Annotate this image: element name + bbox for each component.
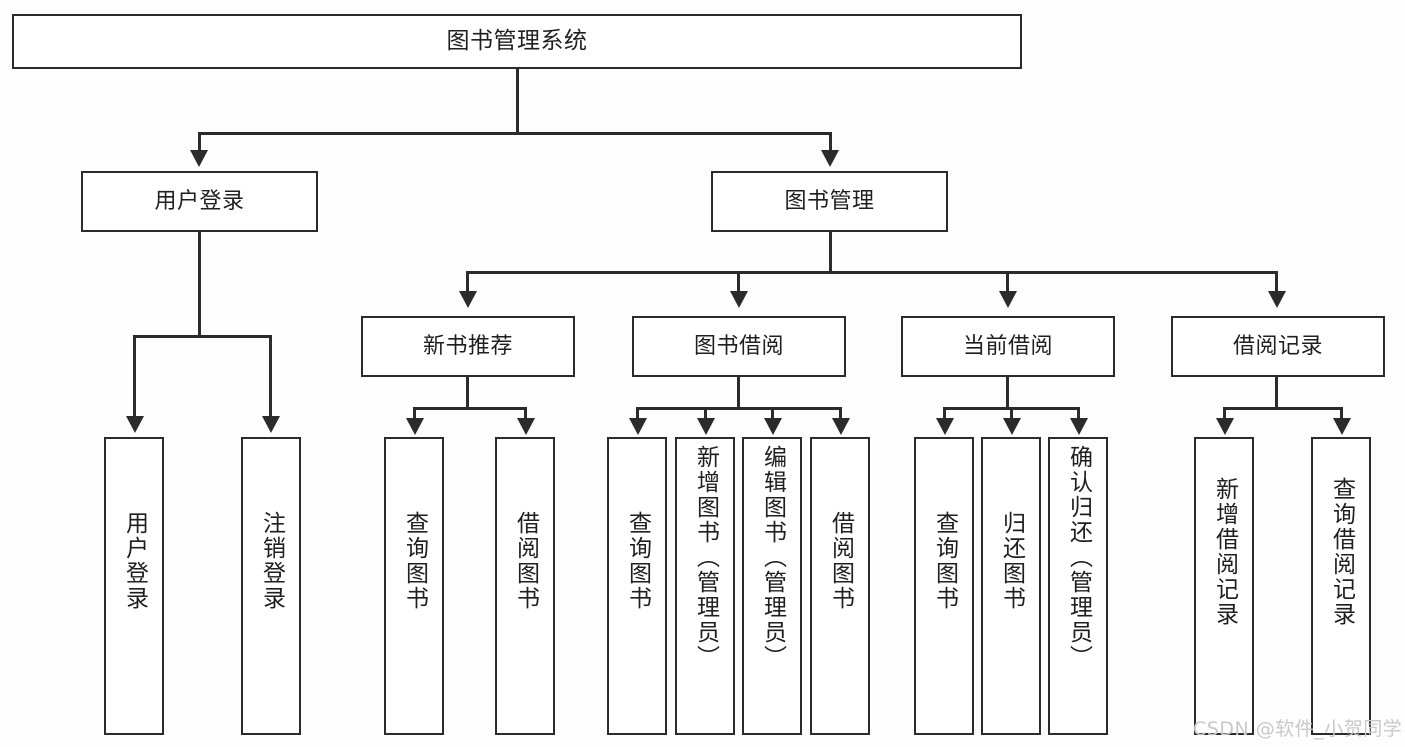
connector-to-user-login (198, 132, 201, 152)
arrowhead-bb-leaf2 (697, 418, 715, 435)
node-book-management-system[interactable]: 图书管理系统 (12, 14, 1022, 69)
node-label: 借阅记录 (1232, 333, 1323, 359)
arrowhead-to-new-book-recommend (459, 291, 477, 308)
leaf-edit-book[interactable]: 编辑图书（管理员） (742, 437, 802, 735)
leaf-label: 新增图书（管理员） (692, 445, 719, 670)
node-label: 新书推荐 (422, 333, 513, 359)
connector-bb-leaf1 (636, 407, 639, 420)
connector-level2-bus (198, 132, 832, 135)
arrowhead-cb-leaf1 (936, 418, 954, 435)
node-label: 当前借阅 (962, 333, 1053, 359)
leaf-label: 确认归还（管理员） (1065, 445, 1092, 670)
leaf-label: 编辑图书（管理员） (759, 445, 786, 670)
leaf-label: 查询借阅记录 (1328, 477, 1355, 627)
connector-to-book-borrow (737, 271, 740, 293)
arrowhead-nbr-leaf1 (406, 418, 424, 435)
leaf-query-book-recommend[interactable]: 查询图书 (384, 437, 444, 735)
leaf-label: 借阅图书 (512, 511, 539, 611)
connector-new-book-recommend-bus (413, 407, 527, 410)
node-label: 用户登录 (154, 188, 245, 214)
arrowhead-br-leaf1 (1216, 418, 1234, 435)
leaf-confirm-return[interactable]: 确认归还（管理员） (1048, 437, 1108, 735)
connector-cb-leaf2 (1010, 407, 1013, 420)
leaf-label: 新增借阅记录 (1211, 477, 1238, 627)
leaf-label: 归还图书 (998, 511, 1025, 611)
leaf-label: 用户登录 (121, 511, 148, 611)
arrowhead-to-book-borrow (730, 291, 748, 308)
leaf-user-login[interactable]: 用户登录 (104, 437, 164, 735)
leaf-query-borrow-record[interactable]: 查询借阅记录 (1311, 437, 1371, 735)
leaf-query-book-current[interactable]: 查询图书 (914, 437, 974, 735)
leaf-label: 查询图书 (401, 511, 428, 611)
leaf-add-book[interactable]: 新增图书（管理员） (675, 437, 735, 735)
arrowhead-user-login-leaf2 (262, 416, 280, 433)
connector-root-stem (516, 69, 519, 134)
arrowhead-to-book-management (821, 150, 839, 167)
leaf-borrow-book-borrow[interactable]: 借阅图书 (810, 437, 870, 735)
leaf-return-book[interactable]: 归还图书 (981, 437, 1041, 735)
leaf-add-borrow-record[interactable]: 新增借阅记录 (1194, 437, 1254, 735)
connector-to-new-book-recommend (466, 271, 469, 293)
connector-to-borrow-record (1275, 271, 1278, 293)
connector-cb-leaf3 (1077, 407, 1080, 420)
connector-book-borrow-stem (737, 377, 740, 410)
node-new-book-recommend[interactable]: 新书推荐 (361, 316, 575, 377)
csdn-watermark: CSDN @软件_小贺同学 (1193, 718, 1403, 740)
connector-nbr-leaf1 (413, 407, 416, 420)
connector-br-leaf1 (1223, 407, 1226, 420)
node-borrow-record[interactable]: 借阅记录 (1171, 316, 1385, 377)
node-label: 图书管理 (784, 188, 875, 214)
connector-user-login-leaf2 (269, 335, 272, 418)
leaf-label: 查询图书 (624, 511, 651, 611)
arrowhead-bb-leaf3 (764, 418, 782, 435)
leaf-label: 借阅图书 (827, 511, 854, 611)
connector-bb-leaf2 (704, 407, 707, 420)
arrowhead-nbr-leaf2 (517, 418, 535, 435)
connector-user-login-leaf1 (133, 335, 136, 418)
arrowhead-user-login-leaf1 (126, 416, 144, 433)
node-book-management[interactable]: 图书管理 (711, 171, 948, 232)
node-current-borrow[interactable]: 当前借阅 (901, 316, 1115, 377)
connector-bb-leaf4 (839, 407, 842, 420)
arrowhead-cb-leaf3 (1070, 418, 1088, 435)
connector-user-login-stem (198, 232, 201, 337)
connector-current-borrow-stem (1006, 377, 1009, 410)
connector-bb-leaf3 (771, 407, 774, 420)
connector-borrow-record-stem (1275, 377, 1278, 410)
node-label: 图书管理系统 (446, 28, 588, 55)
connector-book-management-stem (829, 232, 832, 274)
arrowhead-bb-leaf4 (832, 418, 850, 435)
connector-level3-bus (466, 271, 1278, 274)
node-label: 图书借阅 (693, 333, 784, 359)
leaf-label: 注销登录 (258, 511, 285, 611)
connector-to-current-borrow (1006, 271, 1009, 293)
leaf-query-book-borrow[interactable]: 查询图书 (607, 437, 667, 735)
arrowhead-cb-leaf2 (1003, 418, 1021, 435)
leaf-label: 查询图书 (931, 511, 958, 611)
leaf-logout-login[interactable]: 注销登录 (241, 437, 301, 735)
connector-cb-leaf1 (943, 407, 946, 420)
arrowhead-bb-leaf1 (629, 418, 647, 435)
arrowhead-to-user-login (190, 150, 208, 167)
connector-br-leaf2 (1340, 407, 1343, 420)
connector-nbr-leaf2 (524, 407, 527, 420)
connector-user-login-bus (133, 335, 272, 338)
arrowhead-br-leaf2 (1333, 418, 1351, 435)
connector-book-borrow-bus (636, 407, 841, 410)
connector-to-book-management (829, 132, 832, 152)
arrowhead-to-current-borrow (999, 291, 1017, 308)
leaf-borrow-book-recommend[interactable]: 借阅图书 (495, 437, 555, 735)
arrowhead-to-borrow-record (1268, 291, 1286, 308)
node-book-borrow[interactable]: 图书借阅 (632, 316, 846, 377)
connector-new-book-recommend-stem (466, 377, 469, 410)
node-user-login[interactable]: 用户登录 (81, 171, 318, 232)
connector-borrow-record-bus (1223, 407, 1343, 410)
